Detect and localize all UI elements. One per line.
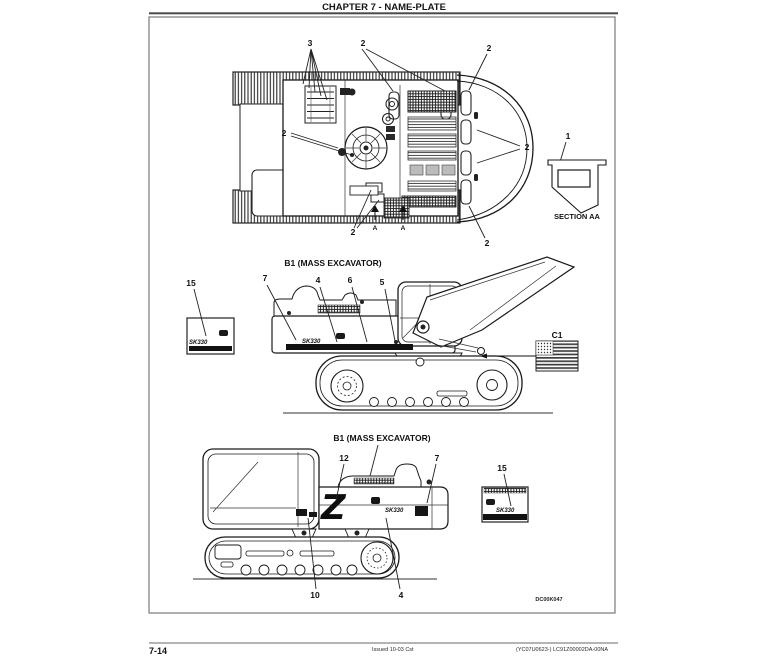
decal-model-text: SK330 (496, 508, 515, 514)
logo-badge (371, 497, 380, 504)
name-plate (557, 169, 591, 188)
view-title: B1 (MASS EXCAVATOR) (333, 433, 430, 443)
callout-1: 1 (566, 131, 571, 141)
radiator-grille (407, 180, 457, 192)
middle-side-view: B1 (MASS EXCAVATOR) SK330 15 (186, 256, 579, 414)
footer-issued: Issued 10-03 Cst (372, 647, 414, 653)
machine-model-decal: SK330 (385, 508, 404, 514)
section-cut-mark-a: A (371, 205, 379, 232)
fitting (386, 134, 395, 140)
logo-badge (336, 333, 345, 339)
intake-mesh (317, 304, 361, 314)
undercarriage (315, 352, 523, 411)
cylinder-pin (477, 347, 485, 355)
page-number: 7-14 (149, 646, 167, 656)
view-title: B1 (MASS EXCAVATOR) (284, 258, 381, 268)
decal-mark (309, 512, 317, 517)
callout-4: 4 (399, 590, 404, 600)
callout-7: 7 (263, 273, 268, 283)
callout-2: 2 (282, 128, 287, 138)
nameplate-decal-15: SK330 (186, 317, 235, 355)
decal-stripe (189, 346, 232, 351)
sprocket (476, 369, 508, 401)
idler-wheel (360, 541, 394, 575)
section-cut-mark-a: A (399, 205, 407, 232)
idler-wheel (330, 369, 364, 403)
callout-2: 2 (487, 43, 492, 53)
callout-2: 2 (525, 142, 530, 152)
logo-badge (219, 330, 228, 336)
arrowhead-icon (480, 353, 487, 359)
engine-hood (273, 285, 397, 317)
name-plate (460, 90, 472, 116)
logo-badge (486, 499, 495, 505)
counterweight (456, 74, 534, 223)
house-panel (318, 486, 449, 530)
flag-label: C1 (552, 330, 563, 340)
decal-mark (296, 509, 307, 516)
bottom-side-view: B1 (MASS EXCAVATOR) Z SK330 (193, 433, 563, 603)
nameplate-decal-15: SK330 (481, 486, 529, 523)
footer-doc-code: (YC07U0623-) LC91Z00002DA-00NA (516, 647, 608, 653)
name-plate (460, 119, 472, 145)
boom (412, 256, 576, 355)
callout-7: 7 (435, 453, 440, 463)
engine-grille (401, 195, 457, 208)
excavator-side-left: Z SK330 (193, 448, 449, 580)
decal-model-text: SK330 (189, 340, 208, 346)
callout-5: 5 (380, 277, 385, 287)
page-title: CHAPTER 7 - NAME-PLATE (322, 2, 446, 13)
machine-model-decal: SK330 (302, 339, 321, 345)
hatch-cover (409, 164, 424, 176)
header-rule (149, 12, 618, 15)
decal-stripe (483, 514, 527, 520)
country-flag-c1: C1 (480, 330, 579, 372)
vent-grille (383, 197, 410, 219)
radiator-grille (407, 150, 457, 161)
radiator-grille (407, 116, 457, 131)
radiator-grille (407, 133, 457, 148)
name-plate (460, 179, 472, 205)
section-aa-label: SECTION AA (554, 212, 601, 221)
engine-grille (407, 90, 457, 113)
control-valve-block (304, 85, 356, 124)
top-plan-view: 3 2 2 2 2 2 2 A A (232, 38, 534, 248)
fitting (386, 126, 395, 132)
name-plate (460, 150, 472, 176)
callout-10: 10 (310, 590, 320, 600)
track-rollers (369, 357, 469, 407)
callout-2: 2 (351, 227, 356, 237)
section-aa-detail: 1 SECTION AA (547, 131, 607, 221)
undercarriage (204, 536, 400, 579)
callout-15: 15 (497, 463, 507, 473)
cover-plate (349, 185, 379, 196)
z-logo-decal: Z (320, 488, 347, 528)
callout-6: 6 (348, 275, 353, 285)
callout-3: 3 (308, 38, 313, 48)
drawing-code: DC00K047 (535, 597, 562, 603)
callout-4: 4 (316, 275, 321, 285)
cab (202, 448, 320, 530)
excavator-side: SK330 (271, 256, 576, 414)
callout-15: 15 (186, 278, 196, 288)
intake-mesh (353, 477, 395, 485)
decal-patch (415, 506, 428, 516)
cooling-fan (338, 126, 388, 170)
section-arrow-label: A (373, 225, 378, 232)
section-arrow-label: A (401, 225, 406, 232)
decal-hatch (483, 487, 527, 494)
track-rollers (240, 564, 358, 576)
callout-2: 2 (361, 38, 366, 48)
callout-12: 12 (339, 453, 349, 463)
hatch-cover (425, 164, 440, 176)
callout-2: 2 (485, 238, 490, 248)
track (315, 355, 523, 411)
sprocket-guard (214, 544, 242, 560)
hatch-cover (441, 164, 456, 176)
machine-stripe-decal (286, 344, 413, 350)
